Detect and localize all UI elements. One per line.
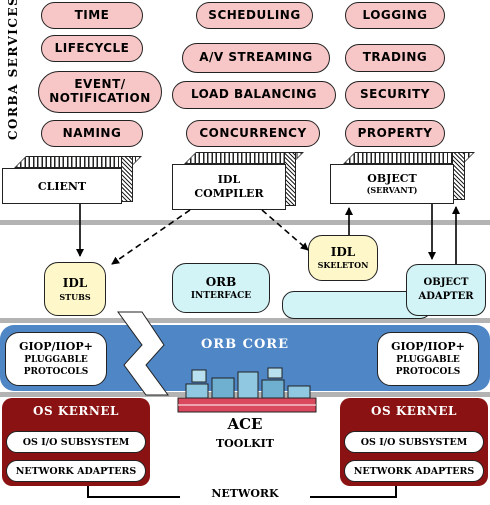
orb-interface-box: ORB INTERFACE (172, 263, 270, 313)
service-scheduling: SCHEDULING (196, 2, 313, 29)
service-concurrency: CONCURRENCY (186, 120, 320, 147)
object-servant-box: OBJECT (SERVANT) (330, 164, 454, 204)
service-trading: TRADING (345, 44, 445, 72)
core-layer-bar (0, 318, 490, 323)
services-layer-bar (0, 220, 490, 225)
os-kernel-right-title: OS KERNEL (371, 404, 457, 418)
right-pluggable-protocols: GIOP/IIOP+ PLUGGABLE PROTOCOLS (377, 332, 479, 386)
idl-compiler-box: IDL COMPILER (172, 164, 286, 210)
network-adapters-left: NETWORK ADAPTERS (6, 460, 146, 482)
left-pluggable-protocols: GIOP/IIOP+ PLUGGABLE PROTOCOLS (5, 332, 107, 386)
os-io-subsystem-left: OS I/O SUBSYSTEM (6, 431, 146, 453)
service-property: PROPERTY (345, 120, 445, 147)
object-adapter-box: OBJECT ADAPTER (406, 264, 486, 316)
service-lifecycle: LIFECYCLE (41, 35, 143, 62)
orb-core-title: ORB CORE (200, 337, 290, 352)
idl-skeleton-box: IDL SKELETON (308, 235, 378, 281)
service-naming: NAMING (41, 120, 143, 147)
service-time: TIME (41, 2, 143, 29)
idl-stubs-box: IDL STUBS (44, 262, 106, 316)
ace-subtitle: TOOLKIT (216, 437, 274, 450)
network-adapters-right: NETWORK ADAPTERS (344, 460, 484, 482)
service-logging: LOGGING (345, 2, 445, 29)
service-security: SECURITY (345, 81, 445, 109)
service-load-balancing: LOAD BALANCING (172, 81, 336, 109)
os-io-subsystem-right: OS I/O SUBSYSTEM (344, 431, 484, 453)
os-kernel-left-title: OS KERNEL (33, 404, 119, 418)
network-label: NETWORK (180, 482, 310, 501)
layer-break-mark (117, 311, 169, 396)
compiler-to-stubs-arrow (111, 209, 191, 265)
ace-toolkit-graphic (177, 367, 317, 413)
client-box: CLIENT (2, 168, 122, 204)
service-av-streaming: A/V STREAMING (182, 43, 330, 73)
service-event-notification: EVENT/ NOTIFICATION (38, 71, 162, 113)
compiler-to-skeleton-arrow (261, 209, 309, 251)
ace-title: ACE (227, 415, 263, 433)
